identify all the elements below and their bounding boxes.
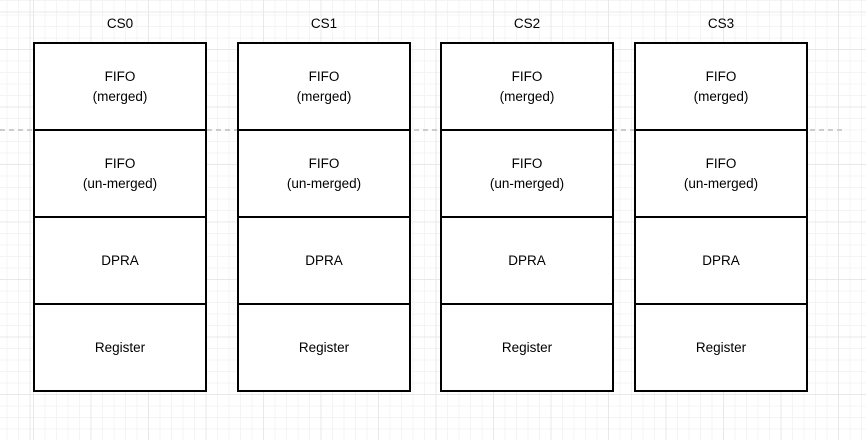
cell-fifo-unmerged[interactable]: FIFO (un-merged)	[239, 129, 409, 216]
cell-fifo-unmerged[interactable]: FIFO (un-merged)	[35, 129, 205, 216]
column-title-cs3[interactable]: CS3	[707, 16, 735, 31]
cell-fifo-merged[interactable]: FIFO (merged)	[92, 68, 148, 104]
column-cs3: FIFO (merged) FIFO (un-merged) DPRA Regi…	[634, 42, 808, 392]
column-cs1: FIFO (merged) FIFO (un-merged) DPRA Regi…	[237, 42, 411, 392]
cell-fifo-unmerged[interactable]: FIFO (un-merged)	[636, 129, 806, 216]
dashed-guide-line	[0, 129, 845, 131]
column-cs2: FIFO (merged) FIFO (un-merged) DPRA Regi…	[440, 42, 614, 392]
cell-register[interactable]: Register	[35, 303, 205, 390]
cell-dpra[interactable]: DPRA	[35, 216, 205, 303]
column-title-cs2[interactable]: CS2	[513, 16, 541, 31]
column-cs0: FIFO (merged) FIFO (un-merged) DPRA Regi…	[33, 42, 207, 392]
cell-dpra[interactable]: DPRA	[442, 216, 612, 303]
cell-register[interactable]: Register	[239, 303, 409, 390]
cell-dpra[interactable]: DPRA	[636, 216, 806, 303]
column-title-cs0[interactable]: CS0	[106, 16, 134, 31]
cell-fifo-merged[interactable]: FIFO (merged)	[693, 68, 749, 104]
cell-register[interactable]: Register	[442, 303, 612, 390]
cell-dpra[interactable]: DPRA	[239, 216, 409, 303]
cell-fifo-merged[interactable]: FIFO (merged)	[296, 68, 352, 104]
cell-fifo-unmerged[interactable]: FIFO (un-merged)	[442, 129, 612, 216]
cell-fifo-merged[interactable]: FIFO (merged)	[499, 68, 555, 104]
cell-register[interactable]: Register	[636, 303, 806, 390]
column-title-cs1[interactable]: CS1	[310, 16, 338, 31]
